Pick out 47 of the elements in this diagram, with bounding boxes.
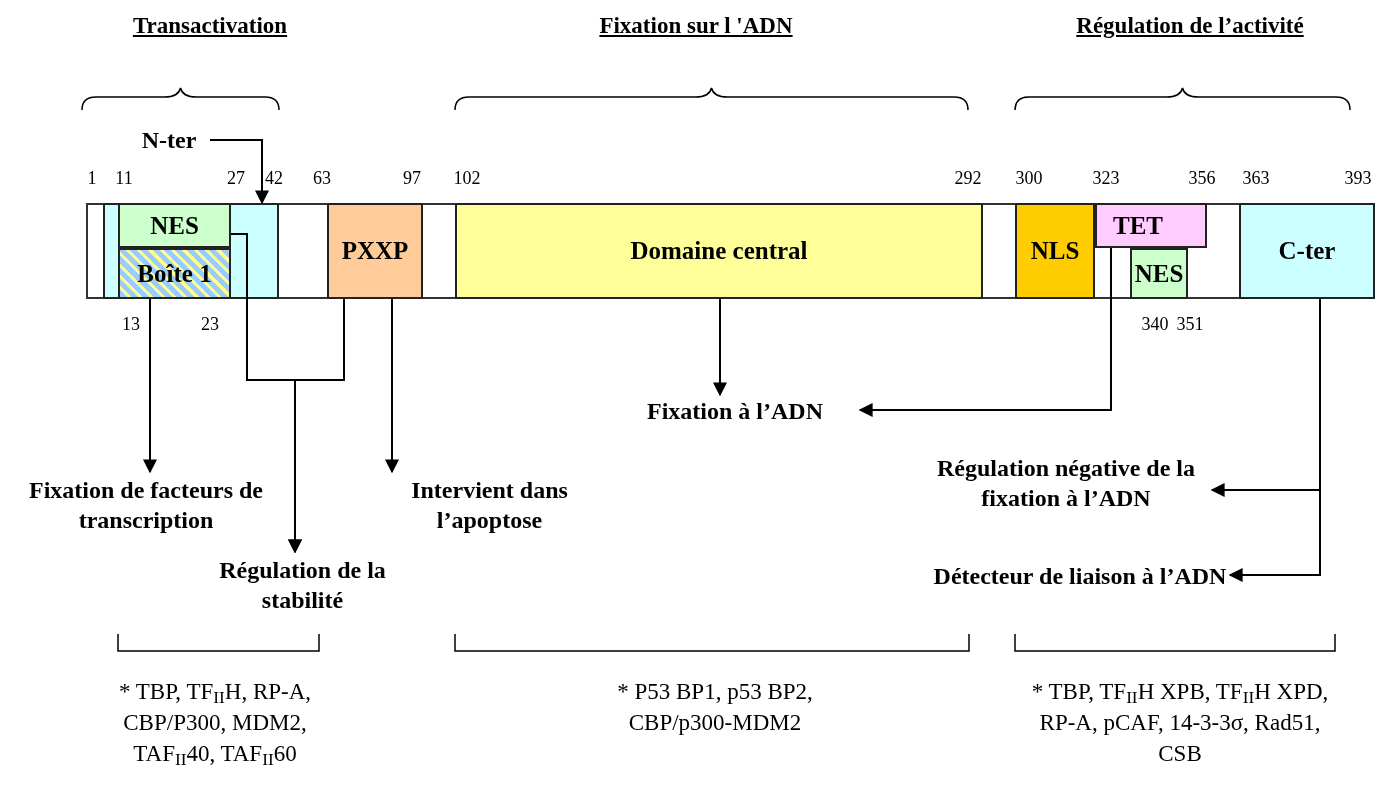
domain-box: C-ter [1239,203,1375,299]
function-label: Fixation à l’ADN [610,395,860,427]
residue-number: 351 [1175,313,1205,335]
function-label: Régulation négative de la fixation à l’ADN [920,450,1212,516]
arrow [209,139,269,205]
domain-box: NLS [1015,203,1095,299]
residue-number: 340 [1140,313,1170,335]
residue-number: 11 [114,167,134,189]
domain-box: NES [118,203,231,248]
residue-number: 13 [121,313,141,335]
residue-number: 23 [200,313,220,335]
function-label: Fixation de facteurs de transcription [15,472,277,538]
residue-number: 63 [312,167,332,189]
residue-number: 102 [452,167,482,189]
domain-box: TET [1095,203,1207,248]
domain-box: Boîte 1 [118,248,231,299]
residue-number: 42 [264,167,284,189]
interactor-list: * TBP, TF$_{II}$H XPB, TF$_{II}$H XPD, RP-A, pCAF, 14-3-3σ, Rad51, CSB [1030,676,1330,769]
domain-box: PXXP [327,203,423,299]
section-heading: Fixation sur l 'ADN [598,12,794,40]
domain-box: NES [1130,248,1188,299]
arrow [143,298,157,474]
protein-bar [86,203,1375,299]
residue-number: 300 [1014,167,1044,189]
arrow [1228,298,1321,582]
arrow [385,298,399,474]
function-label: Détecteur de liaison à l’ADN [930,543,1230,609]
residue-number: 27 [226,167,246,189]
residue-number: 363 [1241,167,1271,189]
residue-number: 1 [86,167,98,189]
residue-number: 393 [1343,167,1373,189]
arrow [858,247,1112,417]
domain-box [103,203,279,299]
interactor-list: * TBP, TF$_{II}$H, RP-A, CBP/P300, MDM2, TAF$_{II}$40, TAF$_{II}$60 [90,676,340,769]
function-label: Régulation de la stabilité [180,552,425,618]
section-heading: Régulation de l’activité [1075,12,1305,40]
arrow [713,298,727,397]
domain-label: N-ter [128,122,210,158]
arrow [288,298,345,554]
interactor-list: * P53 BP1, p53 BP2, CBP/p300-MDM2 [565,676,865,738]
residue-number: 292 [953,167,983,189]
domain-box: Domaine central [455,203,983,299]
residue-number: 356 [1187,167,1217,189]
section-heading: Transactivation [131,12,289,40]
residue-number: 323 [1091,167,1121,189]
residue-number: 97 [402,167,422,189]
function-label: Intervient dans l’apoptose [372,472,607,538]
